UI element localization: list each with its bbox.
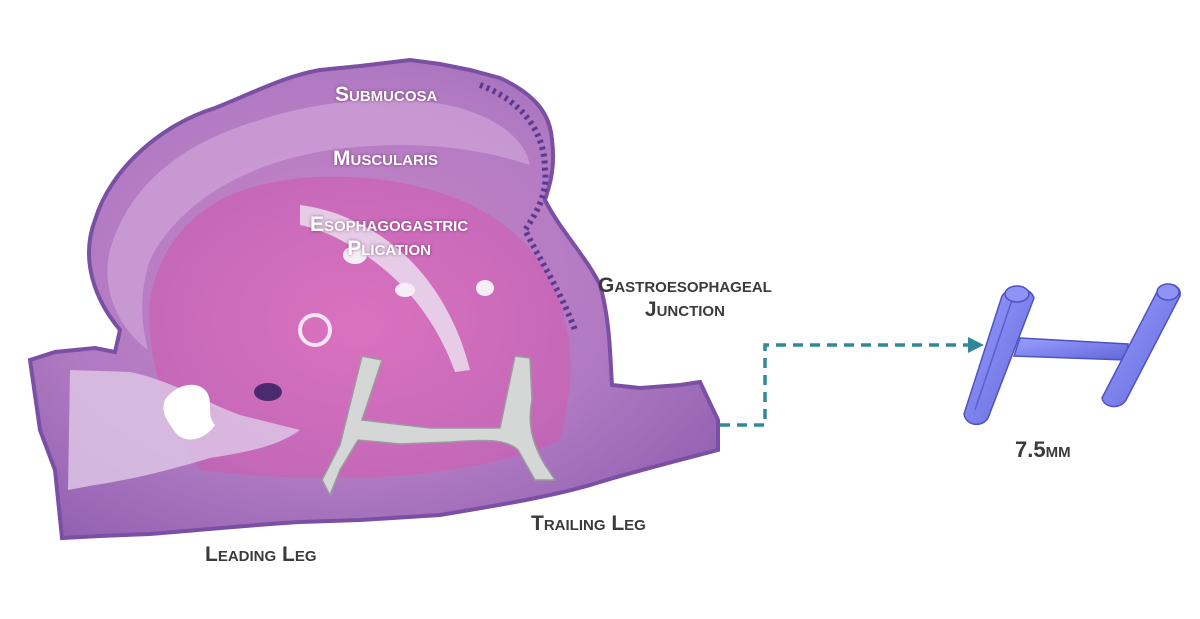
device-left-leg-slit	[974, 299, 1013, 411]
vessel	[476, 280, 494, 296]
implant-section	[321, 355, 557, 497]
connector-line	[720, 343, 968, 427]
label-plication: Esophagogastric Plication	[310, 213, 468, 261]
arrowhead-icon	[968, 337, 984, 353]
plication-streak	[300, 205, 470, 372]
label-trailing-leg: Trailing Leg	[531, 512, 646, 535]
lumen-gap	[163, 384, 215, 440]
submucosa-band	[107, 99, 530, 350]
vessel	[343, 246, 367, 264]
label-leading-leg: Leading Leg	[205, 543, 317, 566]
vessel	[298, 313, 332, 347]
label-junction: Gastroesophageal Junction	[598, 274, 772, 322]
mucosa-edge	[478, 82, 578, 332]
label-plication-line1: Esophagogastric	[310, 213, 469, 236]
device-right-cap	[1156, 283, 1180, 301]
label-plication-line2: Plication	[347, 237, 431, 261]
implant-shape	[321, 355, 557, 497]
device-crossbar	[1012, 337, 1129, 361]
label-muscularis: Muscularis	[333, 147, 438, 170]
h-fastener-icon	[963, 283, 1181, 426]
label-junction-line2: Junction	[644, 298, 725, 322]
tissue-section	[27, 57, 720, 541]
label-junction-line1: Gastroesophageal	[598, 274, 772, 297]
muscularis-layer	[149, 176, 571, 478]
connector	[720, 337, 984, 427]
device-left-cap	[1004, 285, 1030, 303]
vessel	[395, 283, 415, 297]
gland-cluster	[254, 383, 282, 401]
label-device-size: 7.5mm	[1015, 437, 1071, 462]
label-submucosa: Submucosa	[335, 83, 438, 106]
